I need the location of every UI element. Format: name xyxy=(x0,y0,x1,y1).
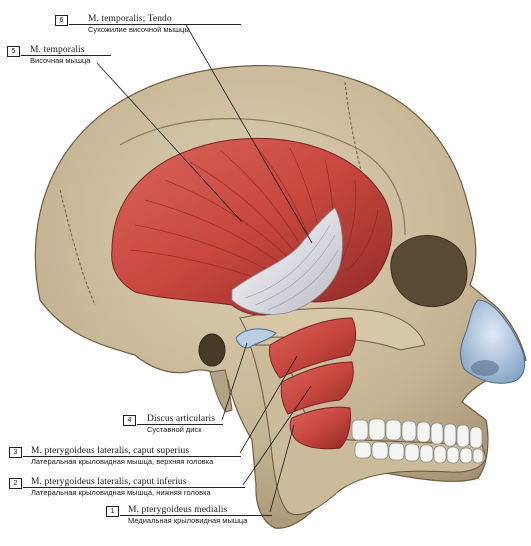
label-russian: Медиальная крыловидная мышца xyxy=(128,516,248,525)
label-latin: Discus articularis xyxy=(147,414,216,424)
temporalis-tendon xyxy=(231,207,343,315)
label-underline xyxy=(137,424,223,425)
label-russian: Сухожилие височной мышцы xyxy=(88,25,190,34)
label-number: 4 xyxy=(123,415,136,426)
label-number: 2 xyxy=(9,478,22,489)
ear-canal xyxy=(198,333,226,367)
label-russian: Латеральная крыловидная мышца, нижняя го… xyxy=(31,488,211,497)
lower-teeth xyxy=(354,441,484,464)
articular-disc xyxy=(235,328,277,349)
label-number: 1 xyxy=(106,506,119,517)
label-underline xyxy=(69,24,241,25)
label-number: 5 xyxy=(7,46,20,57)
mastoid-process xyxy=(209,369,233,413)
label-latin: M. temporalis; Tendo xyxy=(88,14,172,24)
label-latin: M. pterygoideus lateralis, caput inferiu… xyxy=(31,477,187,487)
leader-lines xyxy=(96,24,313,513)
mandible xyxy=(249,344,487,516)
label-latin: M. pterygoideus medialis xyxy=(128,505,228,515)
label-underline xyxy=(21,55,111,56)
label-number: 3 xyxy=(9,447,22,458)
lateral-pterygoid-inferior xyxy=(280,361,354,415)
label-russian: Латеральная крыловидная мышца, верхняя г… xyxy=(31,457,214,466)
label-latin: M. temporalis xyxy=(30,45,85,55)
squamosal-suture xyxy=(119,118,406,236)
label-underline xyxy=(23,456,241,457)
orbit xyxy=(390,235,468,308)
lambdoid-suture xyxy=(59,189,96,306)
label-number: 6 xyxy=(55,15,68,26)
label-russian: Суставной диск xyxy=(147,425,202,434)
label-latin: M. pterygoideus lateralis, caput superiu… xyxy=(31,446,190,456)
label-underline xyxy=(120,515,272,516)
label-russian: Височная мышца xyxy=(30,56,91,65)
tendon-fibers xyxy=(244,224,339,311)
lateral-pterygoid-muscle xyxy=(269,317,357,379)
label-underline xyxy=(23,487,245,488)
nostril xyxy=(471,360,499,376)
upper-teeth xyxy=(351,418,483,449)
